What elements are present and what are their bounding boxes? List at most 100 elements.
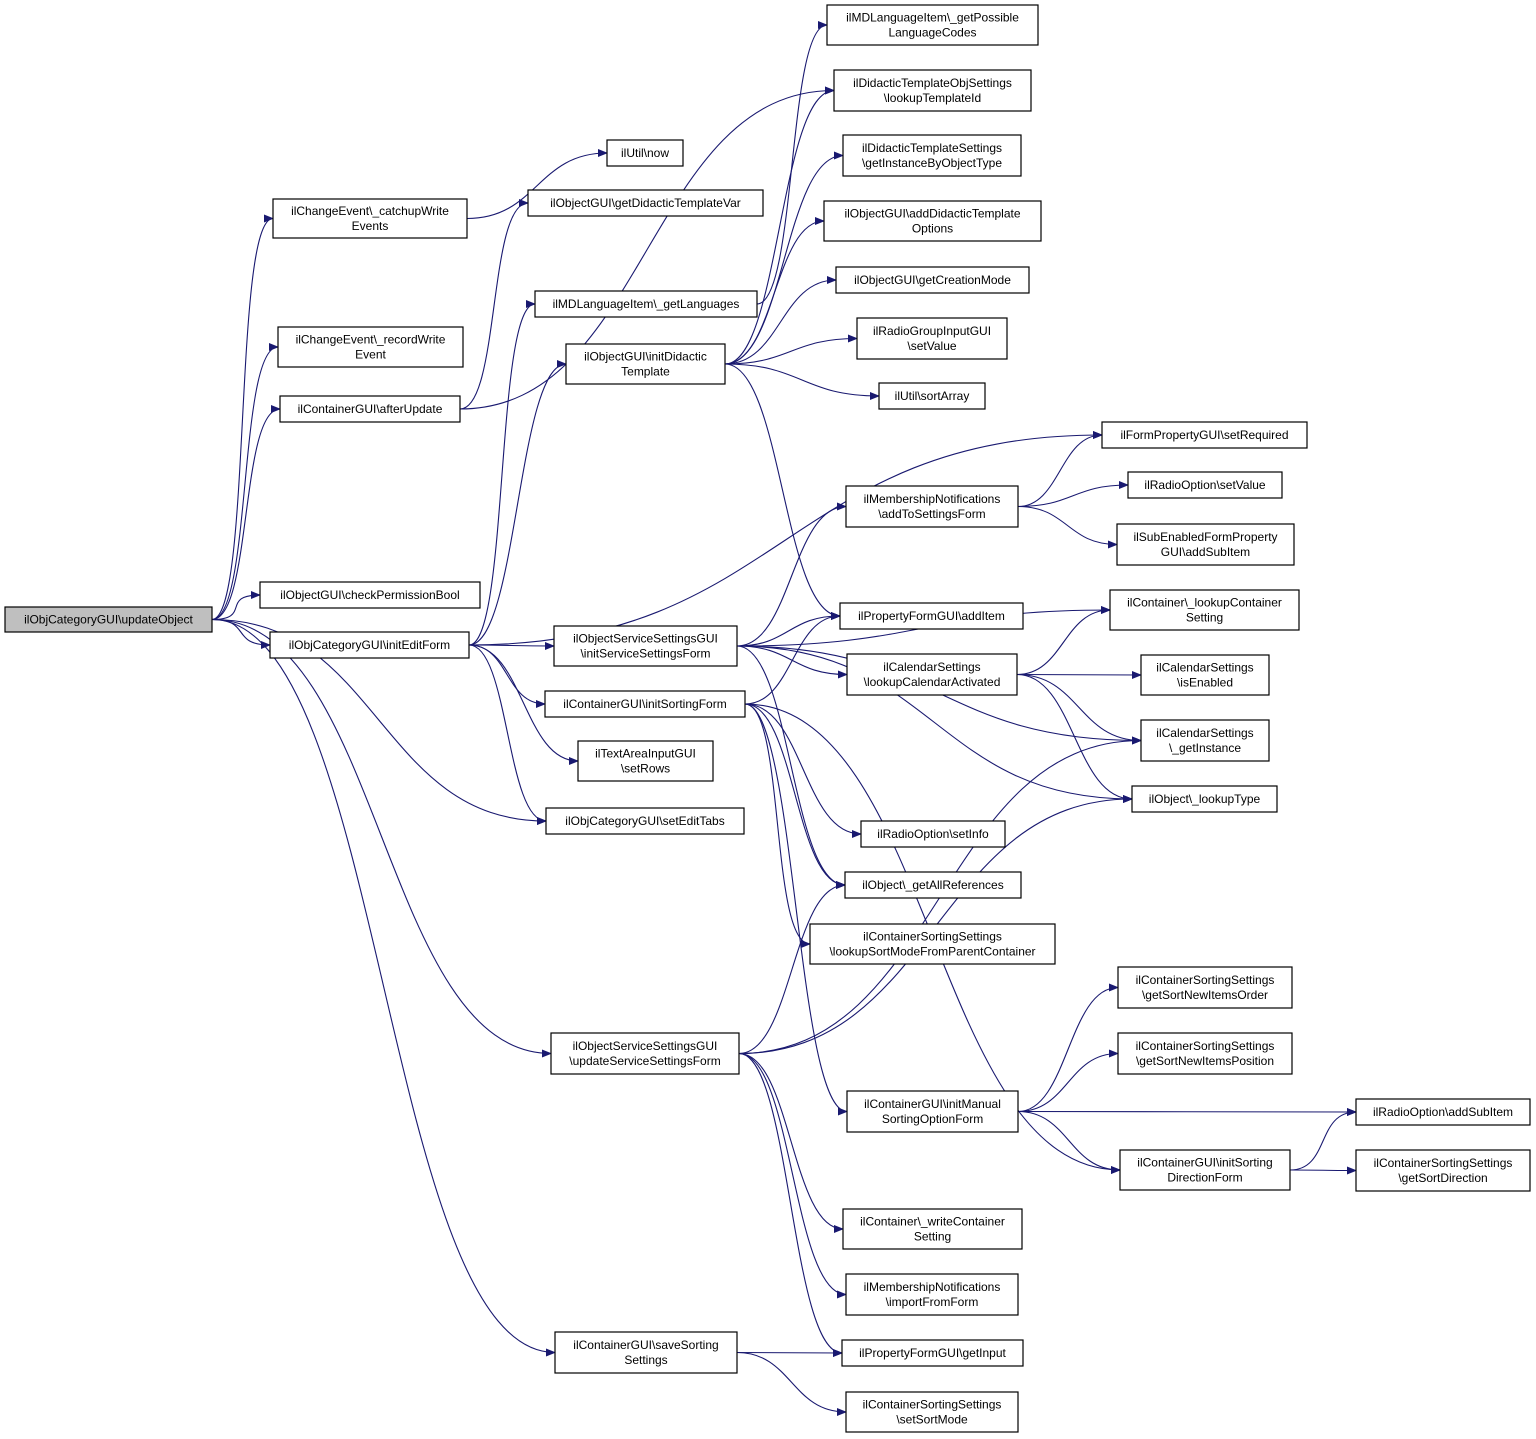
- edge-init-sorting-form-to-lookup-sort-mode: [744, 703, 811, 948]
- node-add-item[interactable]: ilPropertyFormGUI\addItem: [839, 602, 1024, 630]
- node-box: [846, 1090, 1019, 1133]
- node-sort-array[interactable]: ilUtil\sortArray: [878, 382, 986, 410]
- node-label: \lookupSortModeFromParentContainer: [829, 945, 1035, 959]
- node-get-sort-new-order[interactable]: ilContainerSortingSettings\getSortNewIte…: [1117, 966, 1293, 1009]
- edge-init-didactic-to-radio-group-set-value: [724, 334, 858, 365]
- node-box: [1355, 1098, 1531, 1126]
- node-after-update[interactable]: ilContainerGUI\afterUpdate: [279, 395, 461, 423]
- node-box: [845, 485, 1019, 528]
- edge-init-edit-form-to-init-svc: [468, 641, 555, 650]
- node-set-rows[interactable]: ilTextAreaInputGUI\setRows: [577, 740, 714, 782]
- node-label: Settings: [624, 1353, 667, 1367]
- node-util-now[interactable]: ilUtil\now: [606, 139, 684, 167]
- node-init-sorting-form[interactable]: ilContainerGUI\initSortingForm: [544, 690, 746, 718]
- node-get-instance-by-obj-type[interactable]: ilDidacticTemplateSettings\getInstanceBy…: [842, 134, 1022, 177]
- node-label: SortingOptionForm: [882, 1112, 983, 1126]
- node-label: ilObjectGUI\getCreationMode: [854, 273, 1011, 287]
- edge-update-object-to-save-sorting: [211, 618, 556, 1357]
- node-lookup-sort-mode[interactable]: ilContainerSortingSettings\lookupSortMod…: [809, 923, 1056, 965]
- node-radio-add-sub-item[interactable]: ilRadioOption\addSubItem: [1355, 1098, 1531, 1126]
- node-label: ilContainerSortingSettings: [863, 1398, 1002, 1412]
- node-label: Setting: [1186, 611, 1223, 625]
- node-label: ilMembershipNotifications: [864, 1280, 1001, 1294]
- node-box: [565, 343, 726, 385]
- node-set-edit-tabs[interactable]: ilObjCategoryGUI\setEditTabs: [545, 807, 745, 835]
- node-label: ilContainerGUI\initSorting: [1137, 1156, 1272, 1170]
- node-init-svc[interactable]: ilObjectServiceSettingsGUI\initServiceSe…: [553, 625, 738, 667]
- edge-membership-add-to-sub-enabled-add: [1017, 505, 1118, 549]
- node-cal-is-enabled[interactable]: ilCalendarSettings\isEnabled: [1140, 654, 1270, 696]
- node-cal-lookup[interactable]: ilCalendarSettings\lookupCalendarActivat…: [846, 653, 1018, 696]
- node-box: [545, 807, 745, 835]
- edge-update-svc-to-membership-import: [738, 1052, 847, 1299]
- edge-init-didactic-to-lookup-template-id: [724, 86, 835, 365]
- edge-init-edit-form-to-set-rows: [468, 644, 579, 765]
- node-radio-group-set-value[interactable]: ilRadioGroupInputGUI\setValue: [856, 317, 1008, 360]
- edge-save-sorting-to-get-input: [736, 1348, 843, 1357]
- node-label: ilCalendarSettings: [1156, 661, 1253, 675]
- node-get-sort-new-pos[interactable]: ilContainerSortingSettings\getSortNewIte…: [1117, 1032, 1293, 1075]
- node-label: \initServiceSettingsForm: [580, 647, 710, 661]
- node-check-perm[interactable]: ilObjectGUI\checkPermissionBool: [259, 581, 481, 609]
- node-label: ilObject\_getAllReferences: [862, 878, 1003, 892]
- node-label: ilRadioOption\addSubItem: [1373, 1105, 1513, 1119]
- node-label: ilPropertyFormGUI\addItem: [858, 609, 1005, 623]
- node-label: ilObjectServiceSettingsGUI: [573, 632, 718, 646]
- node-box: [878, 382, 986, 410]
- node-lookup-type[interactable]: ilObject\_lookupType: [1131, 785, 1278, 813]
- node-get-creation-mode[interactable]: ilObjectGUI\getCreationMode: [835, 266, 1030, 294]
- node-box: [577, 740, 714, 782]
- node-init-edit-form[interactable]: ilObjCategoryGUI\initEditForm: [269, 631, 470, 659]
- edge-membership-add-to-radio-set-value: [1017, 481, 1129, 508]
- node-label: \isEnabled: [1177, 676, 1233, 690]
- node-set-required[interactable]: ilFormPropertyGUI\setRequired: [1101, 421, 1308, 449]
- edge-init-svc-to-lookup-type: [736, 645, 1133, 803]
- node-label: Options: [912, 222, 953, 236]
- node-box: [835, 266, 1030, 294]
- edge-after-update-to-get-did-var: [459, 199, 529, 410]
- node-box: [4, 606, 213, 633]
- node-label: \addToSettingsForm: [878, 507, 985, 521]
- node-label: ilContainer\_lookupContainer: [1127, 596, 1282, 610]
- node-box: [606, 139, 684, 167]
- node-label: ilContainerSortingSettings: [1136, 1039, 1275, 1053]
- node-get-did-var[interactable]: ilObjectGUI\getDidacticTemplateVar: [527, 189, 764, 217]
- node-get-all-refs[interactable]: ilObject\_getAllReferences: [844, 871, 1022, 899]
- node-box: [841, 1339, 1024, 1367]
- node-update-object[interactable]: ilObjCategoryGUI\updateObject: [4, 606, 213, 633]
- node-init-manual[interactable]: ilContainerGUI\initManualSortingOptionFo…: [846, 1090, 1019, 1133]
- node-box: [527, 189, 764, 217]
- node-membership-import[interactable]: ilMembershipNotifications\importFromForm: [845, 1273, 1019, 1316]
- node-get-input[interactable]: ilPropertyFormGUI\getInput: [841, 1339, 1024, 1367]
- node-radio-set-value[interactable]: ilRadioOption\setValue: [1127, 471, 1283, 499]
- node-box: [1355, 1149, 1531, 1192]
- edge-catchup-to-util-now: [466, 149, 608, 220]
- node-label: ilObjectGUI\addDidacticTemplate: [844, 207, 1020, 221]
- node-box: [554, 1331, 738, 1374]
- node-get-possible-lang[interactable]: ilMDLanguageItem\_getPossibleLanguageCod…: [826, 4, 1039, 46]
- node-cal-get-instance[interactable]: ilCalendarSettings\_getInstance: [1140, 719, 1270, 762]
- node-label: ilTextAreaInputGUI: [595, 747, 696, 761]
- node-membership-add[interactable]: ilMembershipNotifications\addToSettingsF…: [845, 485, 1019, 528]
- node-get-sort-direction[interactable]: ilContainerSortingSettings\getSortDirect…: [1355, 1149, 1531, 1192]
- node-radio-set-info[interactable]: ilRadioOption\setInfo: [860, 820, 1006, 848]
- edge-init-didactic-to-sort-array: [724, 363, 880, 400]
- node-lookup-template-id[interactable]: ilDidacticTemplateObjSettings\lookupTemp…: [833, 69, 1032, 112]
- edge-cal-lookup-to-lookup-container-setting: [1016, 606, 1111, 676]
- node-get-languages[interactable]: ilMDLanguageItem\_getLanguages: [534, 290, 758, 318]
- node-label: ilDidacticTemplateSettings: [862, 141, 1002, 155]
- node-box: [856, 317, 1008, 360]
- node-label: ilRadioOption\setValue: [1144, 478, 1266, 492]
- node-update-svc[interactable]: ilObjectServiceSettingsGUI\updateService…: [550, 1032, 740, 1075]
- edge-init-didactic-to-get-creation-mode: [724, 276, 837, 365]
- node-set-sort-mode[interactable]: ilContainerSortingSettings\setSortMode: [845, 1391, 1019, 1433]
